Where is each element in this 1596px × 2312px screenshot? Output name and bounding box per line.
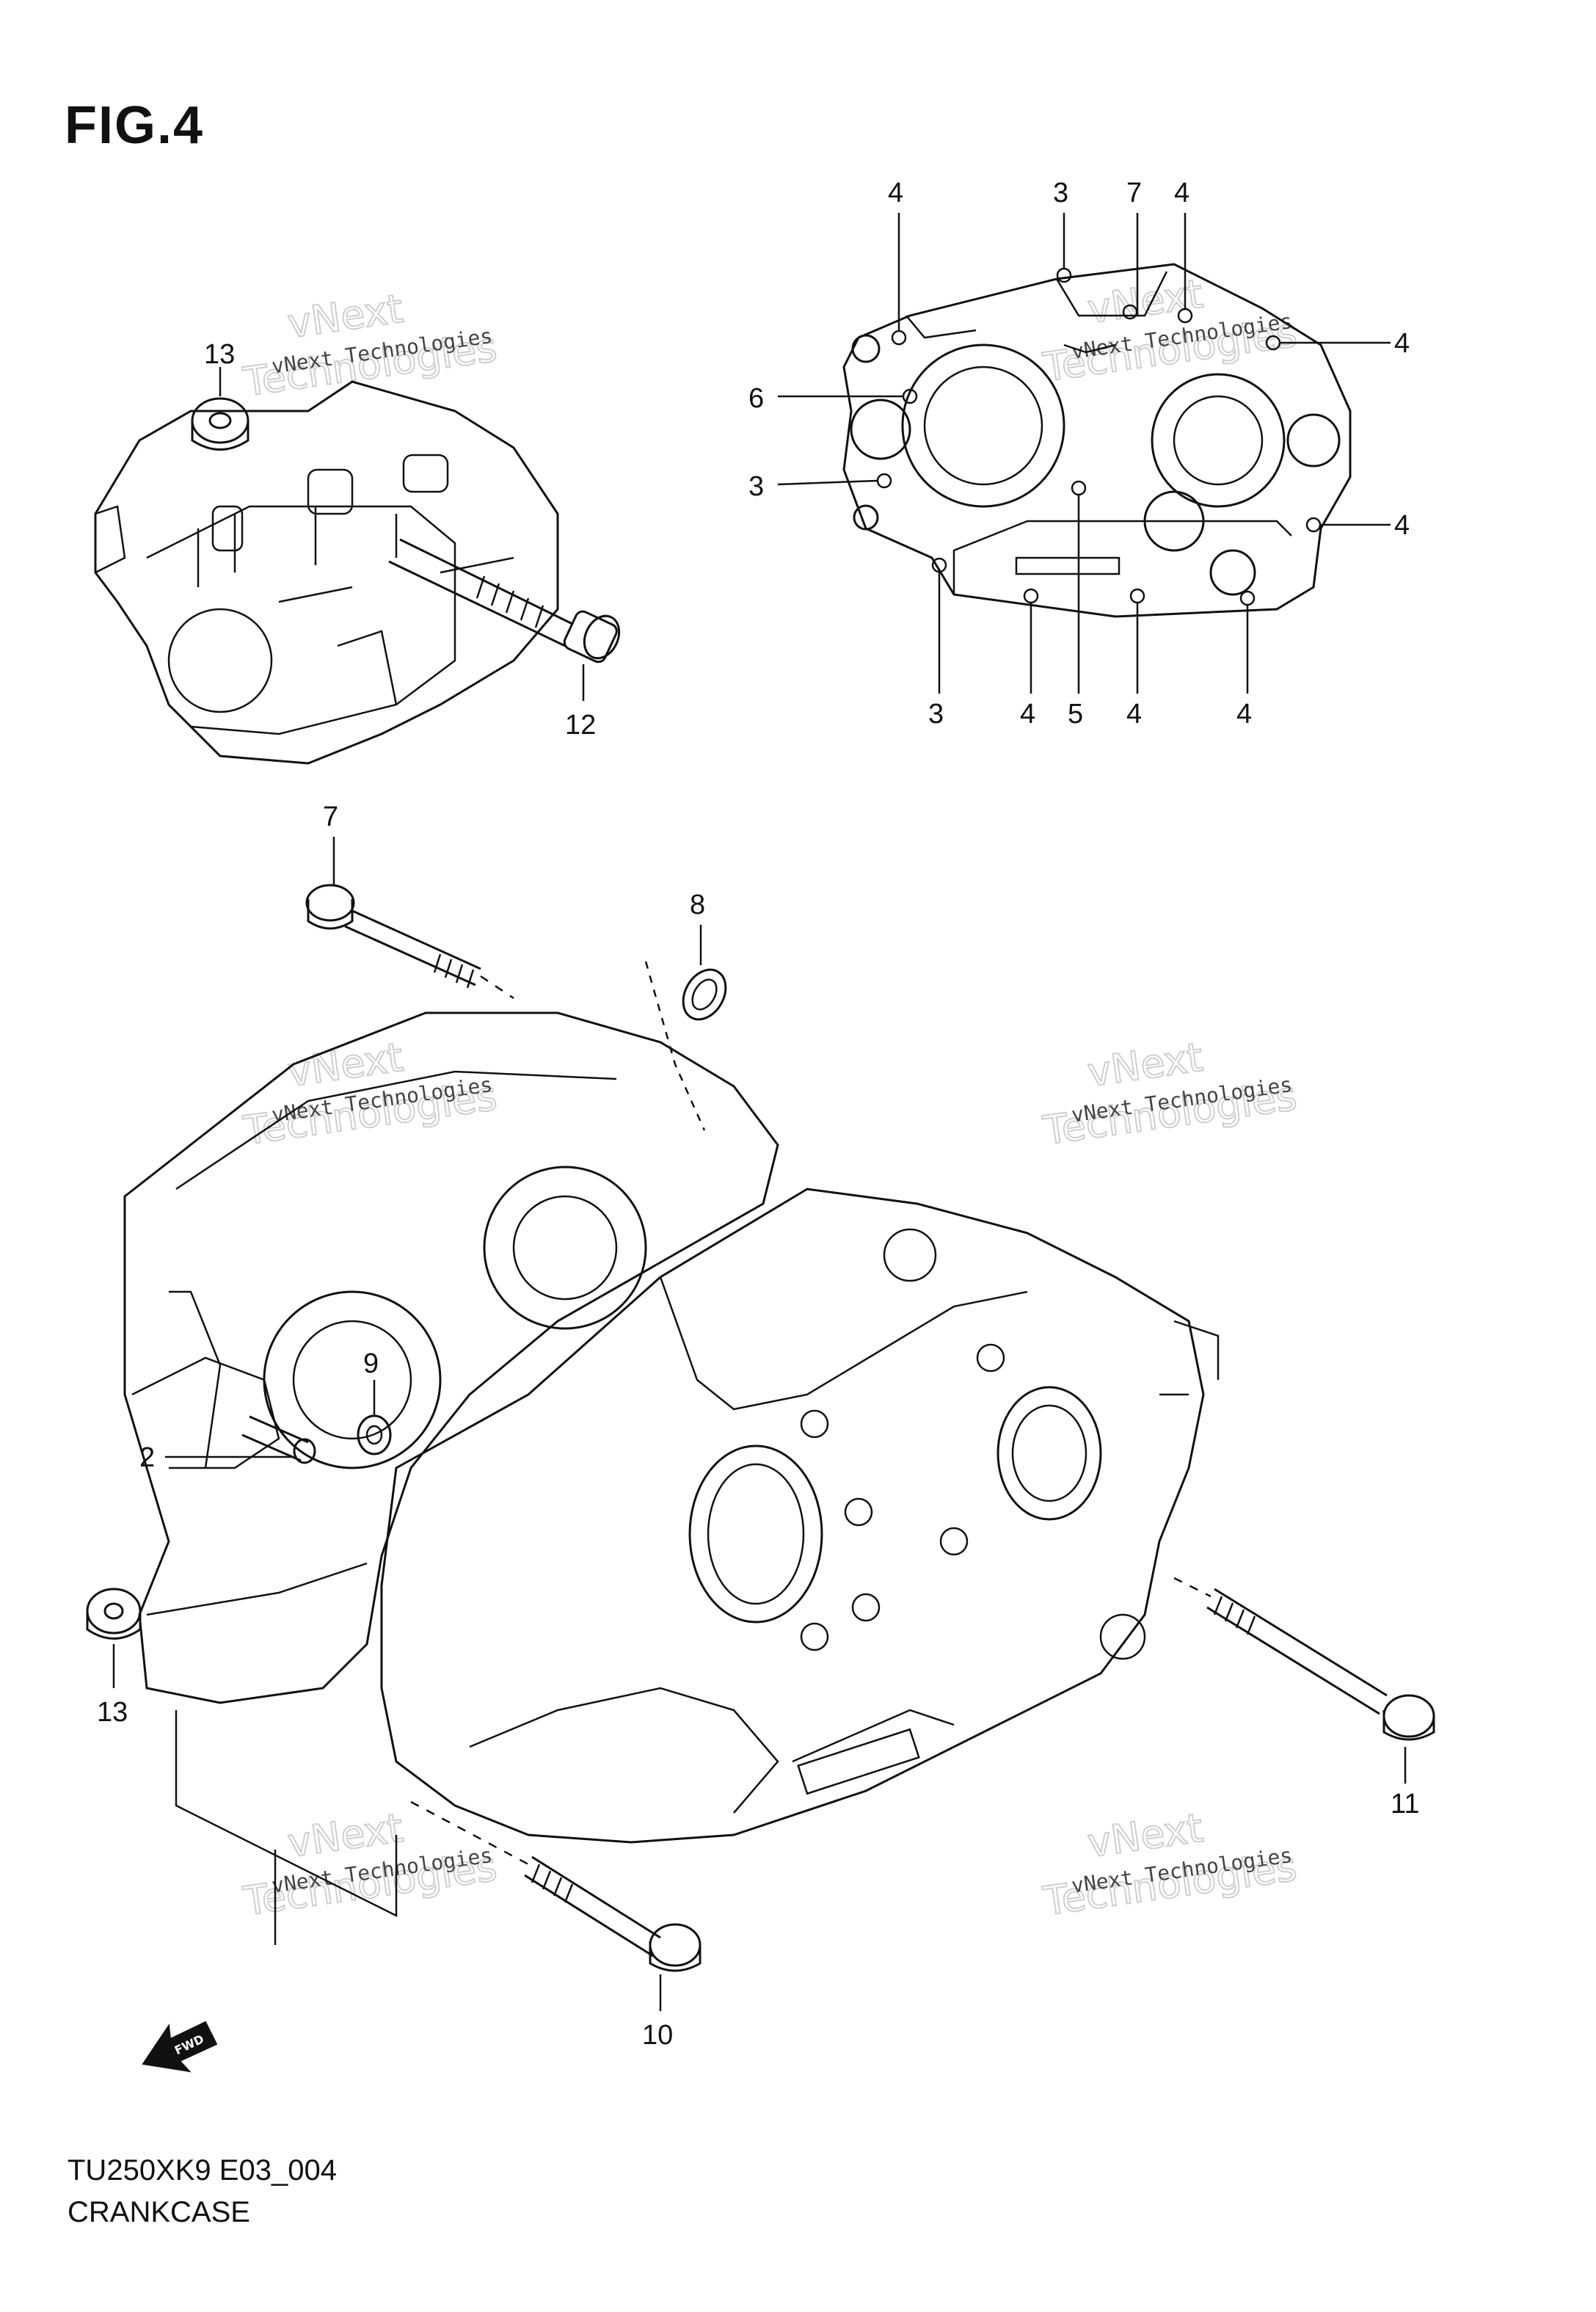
callout-11: 11 bbox=[1391, 1789, 1419, 1820]
watermark-bottom-right: vNext Technologies vNext Technologies bbox=[1040, 1804, 1300, 1926]
callout-4-b: 4 bbox=[1174, 178, 1189, 208]
assembly-bracket bbox=[175, 1710, 398, 1918]
callout-3-b: 3 bbox=[748, 471, 764, 502]
bolt-holes bbox=[876, 267, 1322, 606]
callout-13-bottom: 13 bbox=[97, 1697, 128, 1728]
callout-5: 5 bbox=[1068, 699, 1083, 730]
callout-4-e: 4 bbox=[1020, 699, 1035, 730]
callout-10: 10 bbox=[642, 2020, 673, 2051]
callout-12: 12 bbox=[565, 710, 596, 741]
watermark-middle-right: vNext Technologies vNext Technologies bbox=[1040, 1033, 1300, 1155]
dowel-9 bbox=[357, 1414, 392, 1455]
section-name: CRANKCASE bbox=[68, 2196, 250, 2228]
crankcase-side-view bbox=[94, 380, 559, 765]
crankcase-left-half bbox=[123, 1011, 779, 1704]
figure-title: FIG.4 bbox=[65, 96, 205, 155]
watermark-bottom-left: vNext Technologies vNext Technologies bbox=[240, 1804, 500, 1926]
callout-8: 8 bbox=[690, 890, 705, 920]
callout-2: 2 bbox=[139, 1442, 155, 1473]
fwd-arrow-icon: FWD bbox=[142, 2021, 218, 2073]
callout-4-f: 4 bbox=[1126, 699, 1142, 730]
crankcase-right-half bbox=[380, 1188, 1220, 1844]
bolt-11 bbox=[1173, 1577, 1435, 1741]
nut-13-top bbox=[191, 397, 249, 451]
callout-3-a: 3 bbox=[1053, 178, 1068, 208]
top-right-leaders bbox=[777, 213, 1391, 694]
callout-13-top: 13 bbox=[204, 339, 235, 370]
nut-13-bottom bbox=[86, 1588, 142, 1640]
callout-6: 6 bbox=[748, 383, 764, 414]
callout-7-main: 7 bbox=[323, 801, 338, 832]
model-code: TU250XK9 E03_004 bbox=[68, 2154, 337, 2186]
callout-9: 9 bbox=[363, 1348, 379, 1379]
callout-4-a: 4 bbox=[888, 178, 903, 208]
callout-4-d: 4 bbox=[1394, 510, 1410, 541]
crankcase-front-view bbox=[842, 263, 1352, 618]
bolt-7 bbox=[305, 884, 514, 1000]
callout-3-c: 3 bbox=[928, 699, 944, 730]
bolt-12 bbox=[388, 538, 621, 664]
watermark-middle-left: vNext Technologies vNext Technologies bbox=[240, 1033, 500, 1155]
watermark-top-right: vNext Technologies vNext Technologies bbox=[1040, 270, 1300, 392]
callout-7-top: 7 bbox=[1126, 178, 1142, 208]
callout-4-c: 4 bbox=[1394, 328, 1410, 359]
callout-4-g: 4 bbox=[1236, 699, 1252, 730]
o-ring-8 bbox=[644, 961, 727, 1131]
bolt-10 bbox=[410, 1800, 702, 1972]
